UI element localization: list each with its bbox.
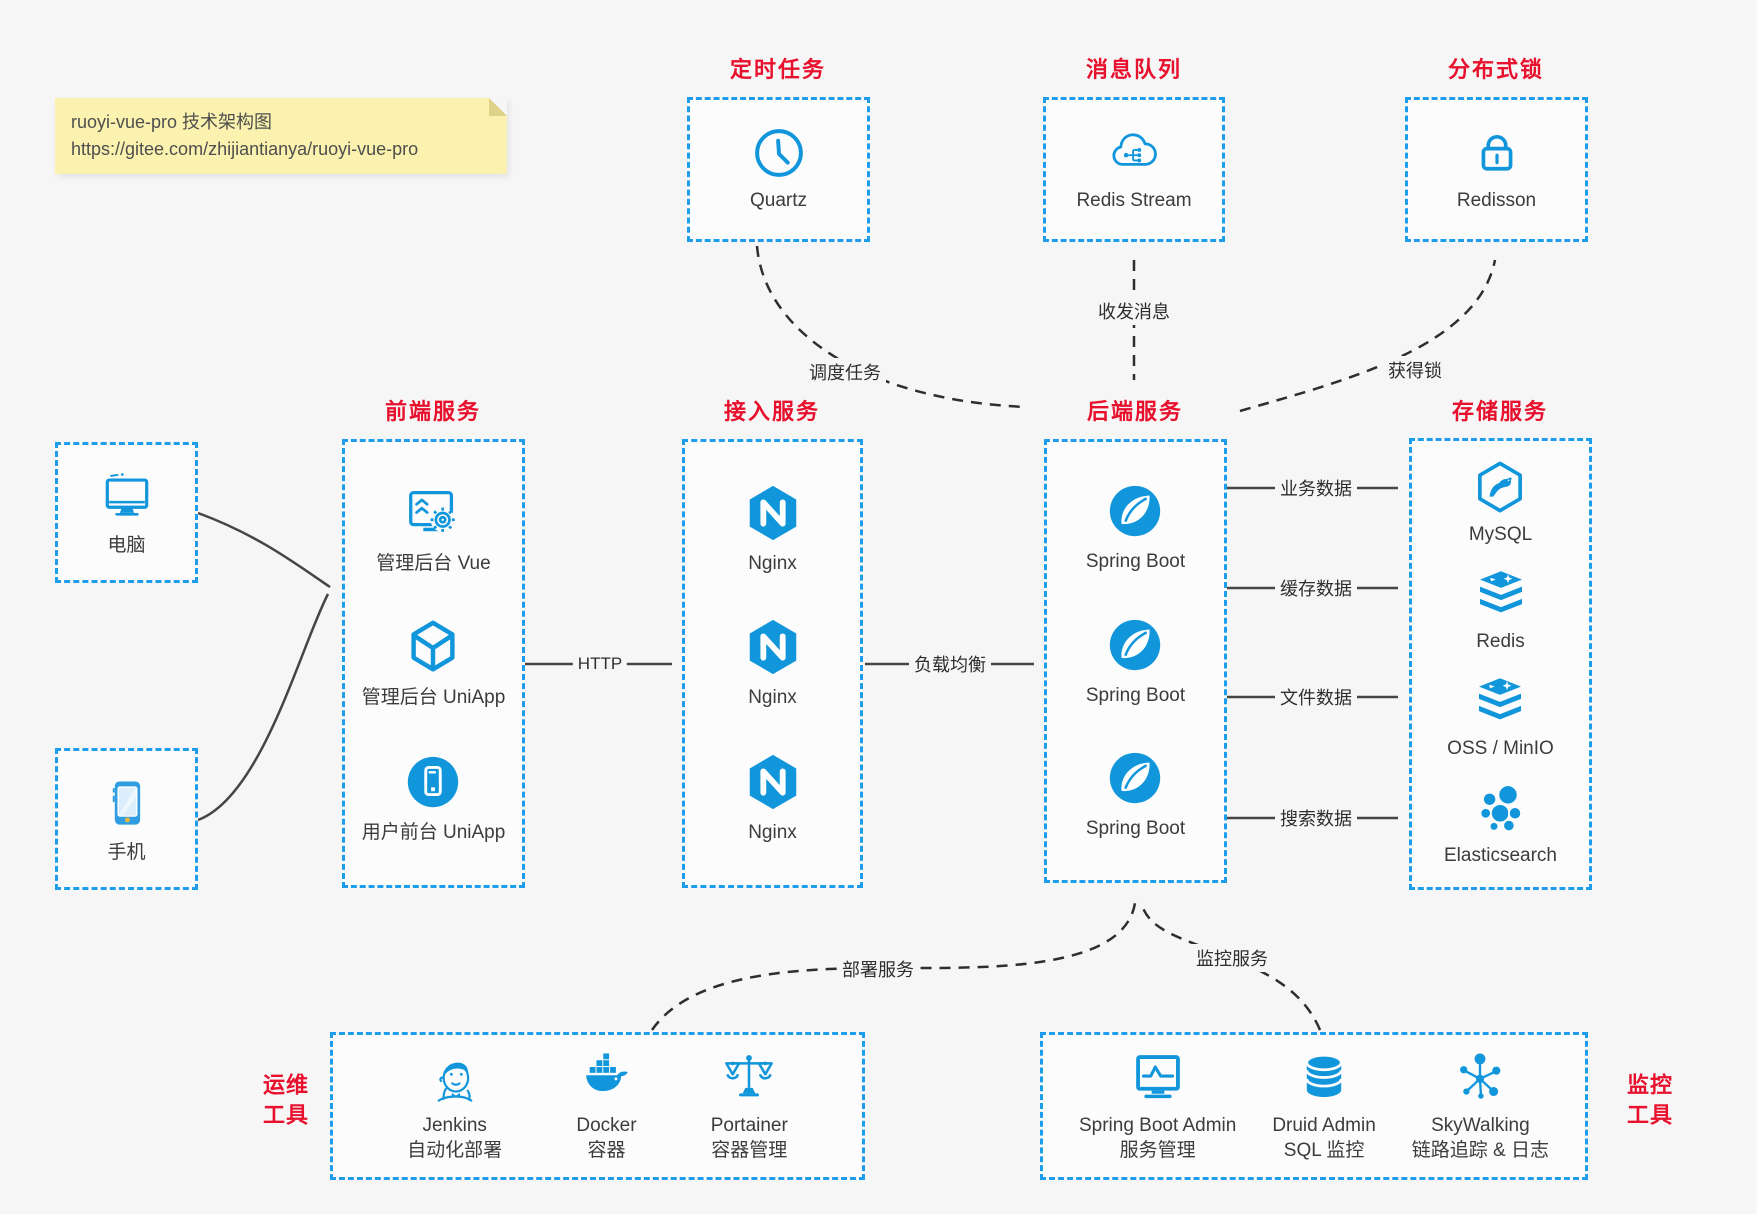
jenkins-icon [426, 1048, 484, 1106]
smartphone-icon [97, 773, 157, 833]
title-scheduled-task: 定时任务 [729, 57, 827, 82]
node-jenkins: Jenkins 自动化部署 [407, 1048, 502, 1163]
node-nginx-2: Nginx [742, 616, 804, 711]
cloud-mq-icon [1106, 125, 1162, 181]
acquire-lock-label: 获得锁 [1383, 356, 1447, 384]
node-mysql: MySQL [1469, 459, 1532, 548]
druid-icon [1295, 1048, 1353, 1106]
skywalking-icon [1451, 1048, 1509, 1106]
node-oss-minio: OSS / MinIO [1447, 673, 1554, 762]
node-pc: 电脑 [97, 466, 157, 559]
node-redis: Redis [1473, 566, 1529, 655]
skywalking-label: SkyWalking 链路追踪 & 日志 [1411, 1115, 1550, 1161]
node-nginx-1: Nginx [742, 482, 804, 577]
title-distributed-lock: 分布式锁 [1447, 57, 1545, 82]
spring-boot-icon [1104, 480, 1166, 542]
spring-boot-icon [1104, 747, 1166, 809]
jenkins-label: Jenkins 自动化部署 [407, 1115, 503, 1161]
file-data-label: 文件数据 [1275, 683, 1357, 711]
mobile-app-icon [402, 751, 464, 813]
curve-schedule-task [755, 245, 1027, 409]
docker-icon [577, 1048, 635, 1106]
sticky-note: ruoyi-vue-pro 技术架构图 https://gitee.com/zh… [55, 98, 507, 174]
elasticsearch-icon [1473, 780, 1529, 836]
redis-stack-icon [1473, 566, 1529, 622]
node-user-uniapp: 用户前台 UniApp [362, 751, 505, 846]
pc-client-box: 电脑 [55, 442, 198, 583]
nginx-icon [742, 616, 804, 678]
business-data-label: 业务数据 [1275, 474, 1357, 502]
deploy-service-label: 部署服务 [837, 955, 919, 983]
curve-acquire-lock [1239, 259, 1497, 413]
portainer-label: Portainer 容器管理 [710, 1115, 788, 1161]
arrow-pc-to-frontend [197, 511, 331, 589]
cache-data-label: 缓存数据 [1275, 574, 1357, 602]
title-ops-tools: 运维 工具 [262, 1072, 310, 1127]
node-spring-boot-3: Spring Boot [1086, 747, 1185, 842]
node-druid-admin: Druid Admin SQL 监控 [1272, 1048, 1376, 1163]
monitor-service-label: 监控服务 [1191, 944, 1273, 972]
node-spring-boot-2: Spring Boot [1086, 614, 1185, 709]
title-gateway: 接入服务 [723, 399, 821, 424]
note-title: ruoyi-vue-pro 技术架构图 [71, 112, 273, 132]
druid-admin-label: Druid Admin SQL 监控 [1272, 1115, 1376, 1161]
node-admin-uniapp: 管理后台 UniApp [362, 616, 505, 711]
clock-icon [751, 125, 807, 181]
title-monitor-tools: 监控 工具 [1626, 1072, 1674, 1127]
title-frontend: 前端服务 [384, 399, 482, 424]
node-portainer: Portainer 容器管理 [711, 1048, 788, 1163]
node-quartz: Quartz [750, 125, 807, 214]
lock-icon [1469, 125, 1525, 181]
search-data-label: 搜索数据 [1275, 804, 1357, 832]
portainer-icon [720, 1048, 778, 1106]
message-queue-box: Redis Stream [1043, 97, 1225, 242]
frontend-box: 管理后台 Vue 管理后台 UniApp 用户前台 UniApp [342, 439, 525, 888]
note-url: https://gitee.com/zhijiantianya/ruoyi-vu… [71, 139, 419, 159]
node-docker: Docker 容器 [576, 1048, 637, 1163]
node-nginx-3: Nginx [742, 751, 804, 846]
admin-web-icon [402, 482, 464, 544]
docker-label: Docker 容器 [576, 1115, 637, 1161]
title-backend: 后端服务 [1086, 399, 1184, 424]
arrow-mobile-to-frontend [197, 593, 330, 822]
mysql-icon [1472, 459, 1528, 515]
schedule-task-label: 调度任务 [804, 358, 886, 386]
node-spring-boot-admin: Spring Boot Admin 服务管理 [1079, 1048, 1236, 1163]
spring-boot-admin-icon [1129, 1048, 1187, 1106]
send-receive-message-label: 收发消息 [1093, 297, 1175, 325]
mobile-client-box: 手机 [55, 748, 198, 890]
uniapp-cube-icon [402, 616, 464, 678]
spring-boot-admin-label: Spring Boot Admin 服务管理 [1078, 1115, 1237, 1161]
title-message-queue: 消息队列 [1085, 57, 1183, 82]
storage-box: MySQL Redis OSS / MinIO Elasticsearch [1409, 438, 1592, 890]
load-balance-label: 负载均衡 [909, 650, 991, 678]
node-mobile: 手机 [97, 773, 157, 866]
scheduled-task-box: Quartz [687, 97, 870, 242]
monitor-tools-box: Spring Boot Admin 服务管理 Druid Admin SQL 监… [1040, 1032, 1588, 1180]
nginx-icon [742, 751, 804, 813]
ops-tools-box: Jenkins 自动化部署 Docker 容器 Portainer 容器管理 [330, 1032, 865, 1180]
desktop-icon [97, 466, 157, 526]
title-storage: 存储服务 [1451, 399, 1549, 424]
oss-stack-icon [1472, 673, 1528, 729]
node-redisson: Redisson [1457, 125, 1536, 214]
node-admin-vue: 管理后台 Vue [376, 482, 491, 577]
node-spring-boot-1: Spring Boot [1086, 480, 1185, 575]
distributed-lock-box: Redisson [1405, 97, 1588, 242]
node-redis-stream: Redis Stream [1076, 125, 1192, 214]
node-skywalking: SkyWalking 链路追踪 & 日志 [1412, 1048, 1549, 1163]
spring-boot-icon [1104, 614, 1166, 676]
backend-box: Spring Boot Spring Boot Spring Boot [1044, 439, 1227, 883]
http-label: HTTP [572, 653, 628, 675]
gateway-box: Nginx Nginx Nginx [682, 439, 863, 888]
nginx-icon [742, 482, 804, 544]
node-elasticsearch: Elasticsearch [1444, 780, 1557, 869]
